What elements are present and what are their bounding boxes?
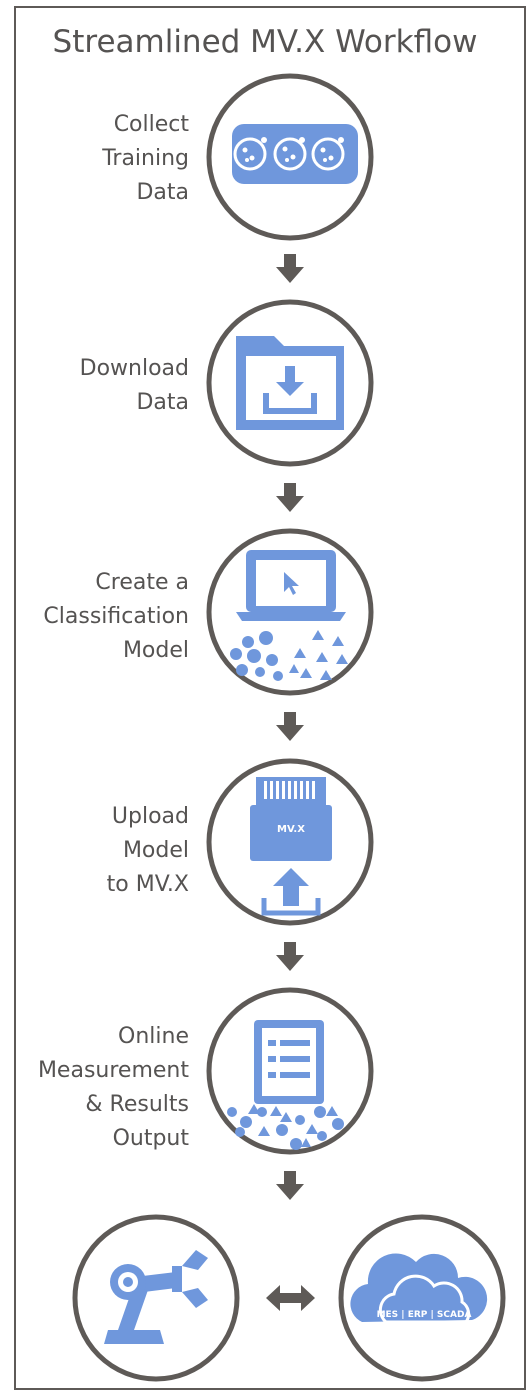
step-circle xyxy=(72,1214,240,1382)
step-label-line: Collect xyxy=(113,112,189,137)
step-label-line: Model xyxy=(122,838,189,863)
step-label-line: Online xyxy=(118,1024,189,1049)
down-arrow-icon xyxy=(276,254,304,283)
bidirectional-arrow-icon xyxy=(266,1285,315,1311)
step-label-download: Download Data xyxy=(80,352,189,420)
cloud-icon: MES | ERP | SCADA xyxy=(350,1253,488,1324)
step-label-line: Training xyxy=(102,146,189,171)
step-label-upload: Upload Model to MV.X xyxy=(107,800,189,902)
upload-module-icon: MV.X xyxy=(250,777,332,916)
down-arrow-icon xyxy=(276,942,304,971)
page-title: Streamlined MV.X Workflow xyxy=(52,24,478,60)
step-label-line: Output xyxy=(112,1126,189,1151)
step-label-line: Data xyxy=(136,180,189,205)
step-label-line: Model xyxy=(122,638,189,663)
results-list-icon xyxy=(227,1020,344,1150)
down-arrow-icon xyxy=(276,712,304,741)
step-label-line: Measurement xyxy=(37,1058,189,1083)
step-label-line: & Results xyxy=(85,1092,189,1117)
step-label-line: Classification xyxy=(43,604,189,629)
step-label-line: to MV.X xyxy=(106,872,189,897)
step-label-line: Create a xyxy=(95,570,189,595)
down-arrow-icon xyxy=(276,1171,304,1200)
diagram-frame xyxy=(14,6,526,1390)
petri-dishes-icon xyxy=(232,124,358,184)
step-label-online: Online Measurement & Results Output xyxy=(38,1020,189,1156)
step-label-line: Download xyxy=(79,356,189,381)
device-label: MV.X xyxy=(277,824,305,835)
download-folder-icon xyxy=(236,336,344,430)
down-arrow-icon xyxy=(276,483,304,512)
cloud-label: MES | ERP | SCADA xyxy=(377,1310,472,1320)
robot-arm-icon xyxy=(104,1250,208,1344)
laptop-classification-icon xyxy=(230,550,348,681)
step-label-create: Create a Classification Model xyxy=(43,566,189,668)
step-label-line: Data xyxy=(136,390,189,415)
step-label-collect: Collect Training Data xyxy=(102,108,189,210)
step-label-line: Upload xyxy=(111,804,189,829)
